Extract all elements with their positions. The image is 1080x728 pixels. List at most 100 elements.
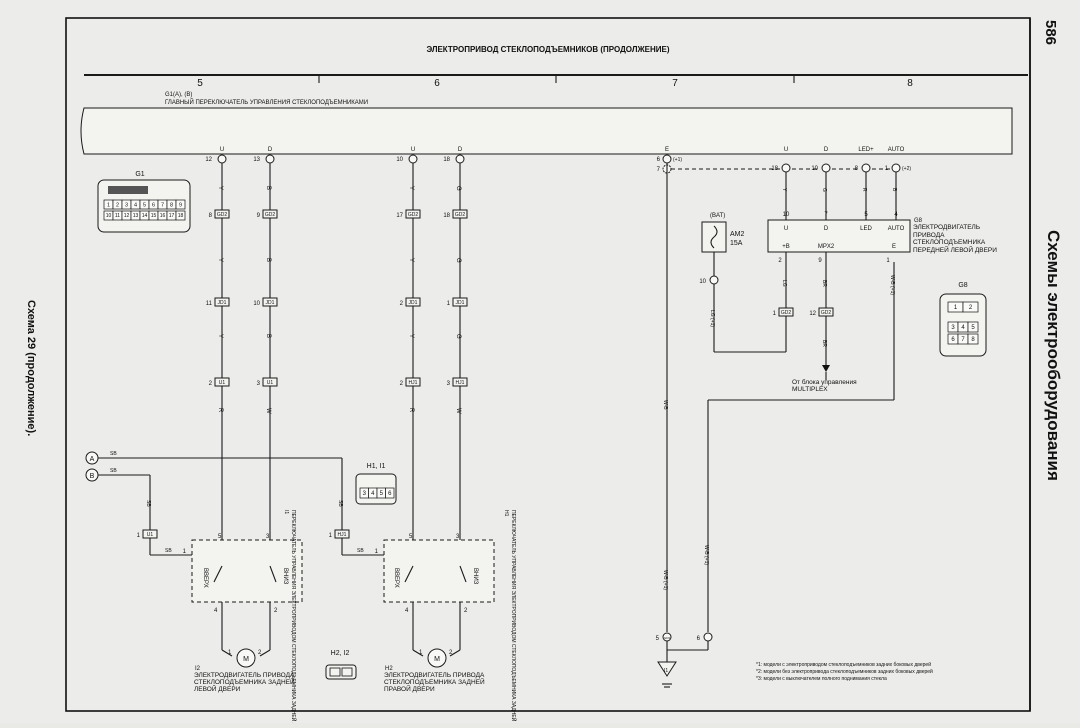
- g8-pin-cell-label: 2: [969, 305, 973, 311]
- svg-text:R: R: [217, 408, 223, 413]
- svg-text:9: 9: [257, 213, 261, 219]
- svg-text:JD1: JD1: [409, 300, 418, 306]
- svg-text:R: R: [408, 408, 414, 413]
- g1-pin-cell-label: 9: [179, 202, 182, 208]
- svg-text:12: 12: [205, 157, 212, 163]
- svg-text:B: B: [265, 186, 271, 190]
- svg-text:3: 3: [266, 534, 270, 540]
- svg-text:H2, I2: H2, I2: [331, 650, 350, 657]
- svg-text:(+2): (+2): [902, 166, 911, 172]
- svg-text:JD1: JD1: [456, 300, 465, 306]
- svg-text:LED+: LED+: [858, 147, 874, 153]
- g1-pin-cell-label: 18: [178, 213, 184, 219]
- side-title: Схемы электрооборудования: [1044, 230, 1063, 481]
- svg-text:SB: SB: [357, 548, 364, 554]
- svg-text:10: 10: [396, 157, 403, 163]
- g1-pin-cell-label: 16: [160, 213, 166, 219]
- svg-text:W: W: [455, 408, 461, 414]
- svg-text:H1, I1: H1, I1: [367, 463, 386, 470]
- svg-text:BR: BR: [821, 280, 827, 287]
- svg-text:6: 6: [697, 636, 701, 642]
- main-switch-name: ГЛАВНЫЙ ПЕРЕКЛЮЧАТЕЛЬ УПРАВЛЕНИЯ СТЕКЛОП…: [165, 98, 368, 106]
- svg-text:D: D: [458, 147, 463, 153]
- g8-top-pin: 10: [783, 212, 790, 218]
- g1-pin-cell-label: 7: [161, 202, 164, 208]
- rear-right-switch: 5 1 3 4 2 ВВЕРХ ВНИЗ H1 ПЕРЕКЛЮЧАТЕЛЬ УП…: [375, 510, 518, 728]
- g8-pin-cell-label: 7: [961, 337, 965, 343]
- svg-text:2: 2: [449, 650, 453, 656]
- h2-i2-connector-face: H2, I2: [325, 650, 357, 680]
- svg-text:1: 1: [137, 533, 141, 539]
- g8-top-label: U: [784, 226, 788, 232]
- g8-bottom-pin: 2: [778, 258, 782, 264]
- svg-text:M: M: [243, 656, 249, 663]
- g1-pin-cell-label: 11: [115, 213, 120, 219]
- diagram-title: ЭЛЕКТРОПРИВОД СТЕКЛОПОДЪЕМНИКОВ (ПРОДОЛЖ…: [426, 45, 669, 54]
- section-7: 7: [672, 78, 678, 89]
- g8-pin-cell-label: 8: [971, 337, 975, 343]
- svg-text:LG: LG: [781, 280, 787, 287]
- svg-text:8: 8: [209, 213, 213, 219]
- svg-text:Y: Y: [217, 186, 223, 190]
- svg-text:D: D: [824, 147, 829, 153]
- svg-text:G1: G1: [135, 171, 144, 178]
- svg-text:15A: 15A: [730, 240, 743, 247]
- svg-text:GD2: GD2: [217, 212, 228, 218]
- svg-text:SB: SB: [165, 548, 172, 554]
- g1-pin-cell-label: 6: [152, 202, 155, 208]
- svg-text:GD2: GD2: [265, 212, 276, 218]
- svg-text:18: 18: [771, 166, 778, 172]
- h1-pin-cell-label: 4: [371, 491, 375, 497]
- svg-text:GD2: GD2: [455, 212, 466, 218]
- g1-pin-cell-label: 4: [134, 202, 137, 208]
- svg-text:B: B: [891, 188, 897, 192]
- g8-top-pin: 4: [894, 212, 898, 218]
- svg-text:U1: U1: [147, 532, 154, 538]
- g8-bottom-pin: 1: [886, 258, 890, 264]
- g1-pin-cell-label: 17: [169, 213, 175, 219]
- svg-text:2: 2: [464, 608, 468, 614]
- svg-text:G: G: [455, 186, 461, 191]
- svg-text:W-B (+1): W-B (+1): [703, 545, 709, 565]
- g8-pin-cell-label: 3: [951, 325, 955, 331]
- svg-text:I1: I1: [283, 510, 289, 514]
- rear-left-switch: 5 1 3 4 2 ВВЕРХ ВНИЗ I1 ПЕРЕКЛЮЧАТЕЛЬ УП…: [183, 510, 303, 728]
- svg-text:ВНИЗ: ВНИЗ: [472, 568, 478, 585]
- svg-text:Y: Y: [781, 188, 787, 192]
- svg-text:Y: Y: [408, 258, 414, 262]
- svg-text:I2: I2: [195, 666, 201, 672]
- svg-text:AUTO: AUTO: [888, 147, 905, 153]
- svg-text:B: B: [265, 258, 271, 262]
- svg-text:2: 2: [400, 301, 404, 307]
- svg-text:13: 13: [253, 157, 260, 163]
- svg-text:Y: Y: [217, 258, 223, 262]
- g1-pins: 12 13 10 18 6 7 (+1) 18 10 8 1 (+2): [205, 154, 911, 174]
- svg-text:AM2: AM2: [730, 231, 745, 238]
- g8-pin-cell: [962, 301, 979, 313]
- svg-text:2: 2: [209, 381, 213, 387]
- svg-text:GD2: GD2: [408, 212, 419, 218]
- svg-text:1: 1: [773, 311, 777, 317]
- footnotes: *1: модели с электроприводом стеклоподъе…: [756, 661, 933, 682]
- svg-text:Y: Y: [408, 334, 414, 338]
- section-6: 6: [434, 78, 440, 89]
- svg-text:M: M: [434, 656, 440, 663]
- g1-pin-cell-label: 5: [143, 202, 146, 208]
- page-number: 586: [1042, 20, 1059, 45]
- svg-text:U: U: [411, 147, 415, 153]
- section-5: 5: [197, 78, 203, 89]
- svg-text:G8: G8: [914, 218, 923, 224]
- svg-text:W-B: W-B: [662, 400, 668, 410]
- svg-text:5: 5: [656, 636, 660, 642]
- svg-text:*1: модели с электроприводом с: *1: модели с электроприводом стеклоподъе…: [756, 661, 931, 668]
- svg-text:LG (+1): LG (+1): [709, 310, 715, 327]
- svg-text:2: 2: [274, 608, 278, 614]
- svg-text:H2: H2: [385, 666, 393, 672]
- svg-text:1: 1: [228, 650, 232, 656]
- svg-text:W: W: [265, 408, 271, 414]
- rear-left-motor: M 1 2 I2 ЭЛЕКТРОДВИГАТЕЛЬ ПРИВОДА СТЕКЛО…: [194, 648, 295, 693]
